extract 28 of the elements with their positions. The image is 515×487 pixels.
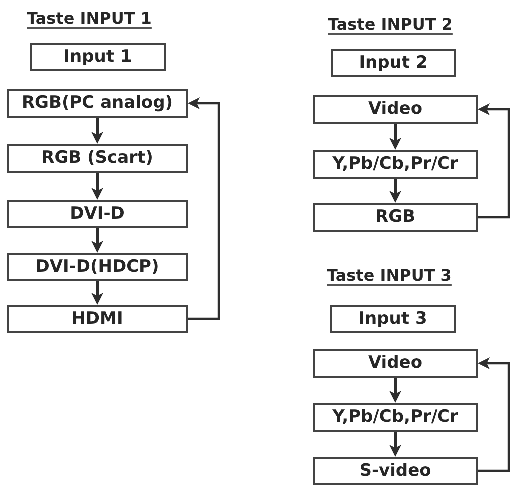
process-box: Video [313,349,478,378]
arrow [390,378,402,403]
arrow [92,173,104,200]
arrow [92,118,104,144]
section-heading: Taste INPUT 1 [27,9,152,29]
loop-arrow [188,98,220,320]
section-heading: Taste INPUT 2 [328,15,453,35]
arrow [390,124,402,150]
process-box: S-video [313,457,478,485]
loop-arrow [478,104,510,219]
process-box: RGB (Scart) [7,144,188,173]
arrow [92,228,104,253]
process-box: DVI-D(HDCP) [7,253,188,281]
arrow [390,432,402,457]
process-box: Y,Pb/Cb,Pr/Cr [313,150,478,179]
process-box: RGB [313,203,478,232]
label-box: Input 2 [331,49,456,77]
arrow [390,179,402,203]
section-heading: Taste INPUT 3 [327,266,452,286]
arrow [92,281,104,305]
label-box: Input 1 [30,43,166,71]
process-box: RGB(PC analog) [7,89,188,118]
process-box: Video [313,95,478,124]
process-box: Y,Pb/Cb,Pr/Cr [313,403,478,432]
process-box: HDMI [7,305,188,333]
label-box: Input 3 [330,305,456,333]
process-box: DVI-D [7,200,188,228]
loop-arrow [478,358,510,472]
